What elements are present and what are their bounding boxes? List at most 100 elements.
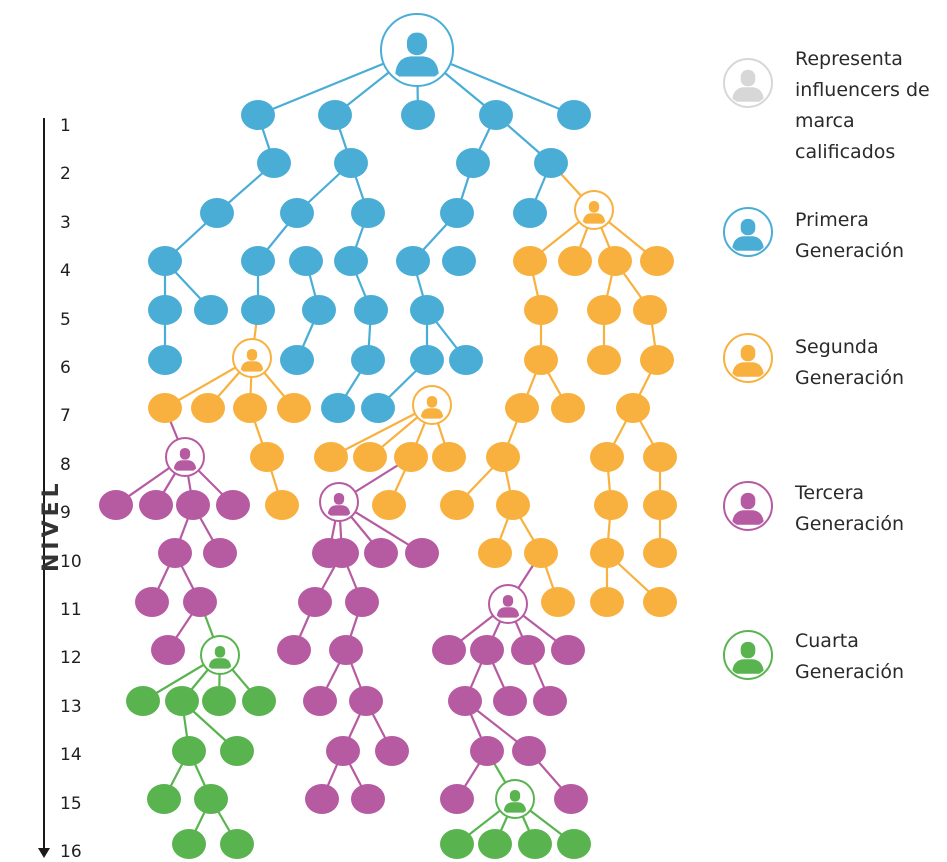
legend-label-line: Primera (795, 209, 869, 231)
tree-node (280, 198, 314, 228)
tree-node (172, 829, 206, 859)
tree-node (524, 538, 558, 568)
legend-label-line: Generación (795, 661, 904, 683)
person-body (503, 802, 527, 813)
person-body (327, 505, 351, 516)
generation-origin-node (232, 338, 272, 378)
tree-node (643, 442, 677, 472)
tree-node (558, 246, 592, 276)
generation-origin-node (319, 482, 359, 522)
generation-origin-node (412, 385, 452, 425)
tree-node (148, 246, 182, 276)
person-body (732, 236, 764, 251)
level-label: 4 (60, 261, 71, 282)
tree-node (289, 246, 323, 276)
legend-label-line: calificados (795, 141, 896, 163)
level-label: 6 (60, 358, 71, 378)
tree-node (216, 490, 250, 520)
legend-tercera-icon (723, 481, 773, 531)
tree-node (534, 148, 568, 178)
level-label: 5 (60, 309, 71, 330)
person-head (246, 348, 258, 361)
person-head (406, 32, 428, 56)
tree-node (432, 442, 466, 472)
legend-calificado-label: Representa influencers de marca calificados (795, 44, 945, 168)
tree-node (590, 538, 624, 568)
tree-node (513, 246, 547, 276)
tree-node (148, 295, 182, 325)
tree-node (557, 100, 591, 130)
level-label: 15 (60, 793, 82, 814)
person-body (208, 658, 232, 669)
tree-node (277, 635, 311, 665)
person-icon (732, 218, 764, 251)
tree-node (643, 490, 677, 520)
generation-origin-node (488, 584, 528, 624)
tree-node (449, 345, 483, 375)
tree-node (242, 686, 276, 716)
tree-node (496, 490, 530, 520)
person-head (426, 395, 438, 408)
tree-node (148, 345, 182, 375)
legend-label-line: Cuarta (795, 630, 859, 652)
generation-origin-node (574, 190, 614, 230)
tree-node (351, 198, 385, 228)
tree-node (598, 246, 632, 276)
person-icon (582, 200, 606, 224)
tree-node (135, 587, 169, 617)
tree-node (172, 736, 206, 766)
person-head (740, 69, 756, 87)
tree-node (541, 587, 575, 617)
person-icon (240, 348, 264, 372)
level-label: 13 (60, 696, 82, 717)
tree-node (265, 490, 299, 520)
tree-node (410, 295, 444, 325)
level-label: 7 (60, 406, 71, 427)
tree-node (440, 784, 474, 814)
legend-cuarta-icon (723, 630, 773, 680)
tree-node (99, 490, 133, 520)
tree-node (643, 587, 677, 617)
person-body (582, 213, 606, 224)
tree-node (587, 295, 621, 325)
legend-calificado-icon (723, 58, 773, 108)
legend-label-line: marca (795, 110, 855, 132)
legend-segunda-icon (723, 333, 773, 383)
tree-node (158, 538, 192, 568)
person-head (214, 645, 226, 658)
legend-label-line: influencers de (795, 79, 930, 101)
legend-label-line: Generación (795, 513, 904, 535)
tree-node (277, 393, 311, 423)
person-head (740, 492, 756, 510)
tree-node (643, 538, 677, 568)
tree-node (345, 587, 379, 617)
person-head (179, 447, 191, 460)
tree-node (633, 295, 667, 325)
person-head (740, 344, 756, 362)
person-icon (503, 789, 527, 813)
generation-origin-node (200, 635, 240, 675)
person-body (732, 362, 764, 377)
legend-label-line: Tercera (795, 482, 865, 504)
tree-node (303, 686, 337, 716)
tree-node (250, 442, 284, 472)
tree-node (401, 100, 435, 130)
person-body (395, 56, 439, 77)
tree-node (203, 538, 237, 568)
legend-label-line: Representa (795, 48, 903, 70)
tree-node (594, 490, 628, 520)
tree-node (191, 393, 225, 423)
tree-node (640, 246, 674, 276)
tree-node (442, 246, 476, 276)
tree-node (200, 198, 234, 228)
tree-node (456, 148, 490, 178)
tree-node (394, 442, 428, 472)
person-body (420, 408, 444, 419)
tree-node (493, 686, 527, 716)
tree-node (551, 393, 585, 423)
tree-node (524, 295, 558, 325)
tree-node (364, 538, 398, 568)
